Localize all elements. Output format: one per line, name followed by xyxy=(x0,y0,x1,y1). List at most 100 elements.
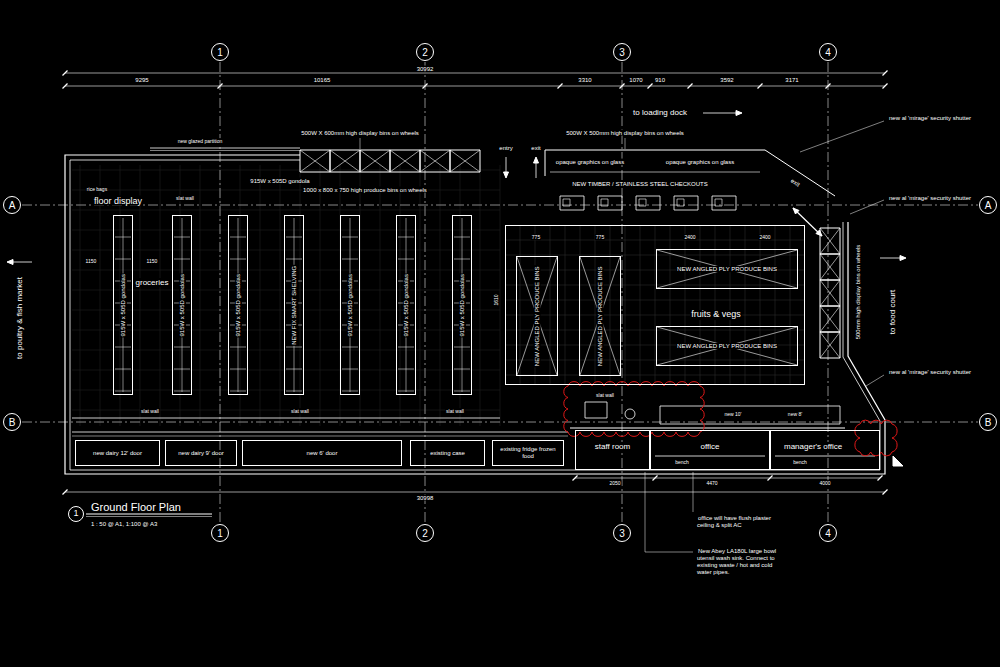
label-text: rice bags xyxy=(86,186,108,192)
node-text: 915W x 505D gondolas xyxy=(459,273,466,337)
label-anchor: 500mm high display bins on wheels xyxy=(855,244,862,341)
label-text: slat wall xyxy=(140,408,160,414)
title-underline xyxy=(86,514,212,515)
security-shutter xyxy=(793,208,822,236)
dimension-line xyxy=(65,86,885,87)
gondola-shelf xyxy=(398,237,414,238)
label-anchor: slat wall xyxy=(140,409,160,415)
node-text: NEW ANGLED PLY PRODUCE BINS xyxy=(676,343,778,350)
label-anchor: groceries xyxy=(135,278,170,288)
label-anchor: 2050 xyxy=(608,481,621,487)
bin-cross-line xyxy=(657,250,797,288)
bin-cross-line xyxy=(517,257,557,375)
floor-tile xyxy=(260,165,261,426)
label-anchor: 775 xyxy=(531,235,541,241)
leader-line xyxy=(866,375,884,386)
gondola-shelf xyxy=(174,369,190,370)
label-anchor: 4000 xyxy=(818,481,831,487)
checkout-register xyxy=(639,199,646,206)
floor-tile xyxy=(506,300,804,301)
gondola-shelf xyxy=(398,259,414,260)
leader-line xyxy=(360,138,361,149)
gondola-shelf xyxy=(230,347,246,348)
gondola-shelf xyxy=(286,391,302,392)
node-text: NEW ANGLED PLY PRODUCE BINS xyxy=(597,265,604,367)
label-anchor: 10165 xyxy=(313,77,332,84)
gondola-shelf xyxy=(230,259,246,260)
gondola-shelf xyxy=(174,259,190,260)
fridge-unit: existing fridge frozen food xyxy=(492,440,564,466)
dimension-tick xyxy=(63,490,68,495)
display-bin-cross xyxy=(820,254,840,280)
grid-line xyxy=(22,422,978,423)
dimension-tick xyxy=(883,490,888,495)
node-text: B xyxy=(8,417,17,428)
grid-bubble: A xyxy=(3,196,21,214)
gondola-shelf xyxy=(230,237,246,238)
floor-tile xyxy=(72,390,500,391)
label-anchor: 1610 xyxy=(494,293,500,306)
gondola-unit: 915W x 505D gondolas xyxy=(172,215,192,395)
dimension-tick xyxy=(878,476,883,481)
display-bin-cross xyxy=(330,150,360,172)
display-bin-cross xyxy=(820,228,840,254)
checkout-counter xyxy=(560,196,584,210)
room: staff room xyxy=(575,430,650,470)
counter xyxy=(660,406,840,424)
gondola-shelf xyxy=(115,369,131,370)
display-bin-cross xyxy=(820,228,840,254)
checkout-register xyxy=(601,199,608,206)
node-text: new dairy 9' door xyxy=(177,450,225,457)
label-anchor: entry xyxy=(498,145,513,152)
gondola-shelf xyxy=(230,391,246,392)
floor-tile xyxy=(80,165,81,426)
floor-tile xyxy=(72,330,500,331)
dimension-tick xyxy=(63,71,68,76)
node-text: 915W x 505D gondolas xyxy=(179,273,186,337)
gondola-shelf xyxy=(174,347,190,348)
label-text: 500W X 600mm high display bins on wheels xyxy=(300,130,420,136)
revision-cloud xyxy=(855,420,897,456)
dimension-tick xyxy=(758,84,763,89)
dimension-tick xyxy=(768,476,773,481)
gondola-unit: 915W x 505D gondolas xyxy=(452,215,472,395)
checkout-counter xyxy=(636,196,660,210)
label-anchor: 1 : 50 @ A1, 1:100 @ A3 xyxy=(90,521,158,528)
label-anchor: new al 'mirage' security shutter xyxy=(888,369,983,376)
floor-tile xyxy=(280,165,281,426)
dimension-tick xyxy=(620,84,625,89)
glazed-partition xyxy=(150,148,300,149)
floor-tile xyxy=(200,165,201,426)
checkout-counter xyxy=(712,196,736,210)
label-text: opaque graphics on glass xyxy=(555,159,625,165)
label-text: 500mm high display bins on wheels xyxy=(855,244,861,341)
label-text: 9295 xyxy=(134,77,149,83)
node-text: existing case xyxy=(429,450,466,457)
produce-bin: NEW ANGLED PLY PRODUCE BINS xyxy=(579,256,621,376)
label-text: new glazed partition xyxy=(177,138,223,144)
floor-tile xyxy=(72,290,500,291)
floor-tile xyxy=(160,165,161,426)
label-text: new al 'mirage' security shutter xyxy=(888,115,972,121)
label-text: 1150 xyxy=(85,258,98,264)
grid-bubble: 1 xyxy=(68,506,84,522)
label-anchor: 1070 xyxy=(628,77,643,84)
grid-bubble: 2 xyxy=(416,524,434,542)
display-bin-cross xyxy=(300,150,330,172)
grid-line xyxy=(22,205,978,206)
label-text: 2400 xyxy=(758,234,771,240)
leader-line xyxy=(693,472,694,512)
node-text: A xyxy=(8,200,17,211)
label-text: 1070 xyxy=(628,77,643,83)
label-text: entry xyxy=(498,145,513,151)
node-text: A xyxy=(984,200,993,211)
leader-line xyxy=(625,138,626,149)
label-anchor: 3310 xyxy=(577,77,592,84)
floor-tile xyxy=(72,350,500,351)
produce-bin: NEW ANGLED PLY PRODUCE BINS xyxy=(656,249,798,289)
label-anchor: to food court xyxy=(888,289,898,335)
node-text: NEW FIX SMART SHELVING xyxy=(291,264,298,345)
label-text: new al 'mirage' security shutter xyxy=(888,369,972,375)
arrow-head xyxy=(534,157,539,163)
